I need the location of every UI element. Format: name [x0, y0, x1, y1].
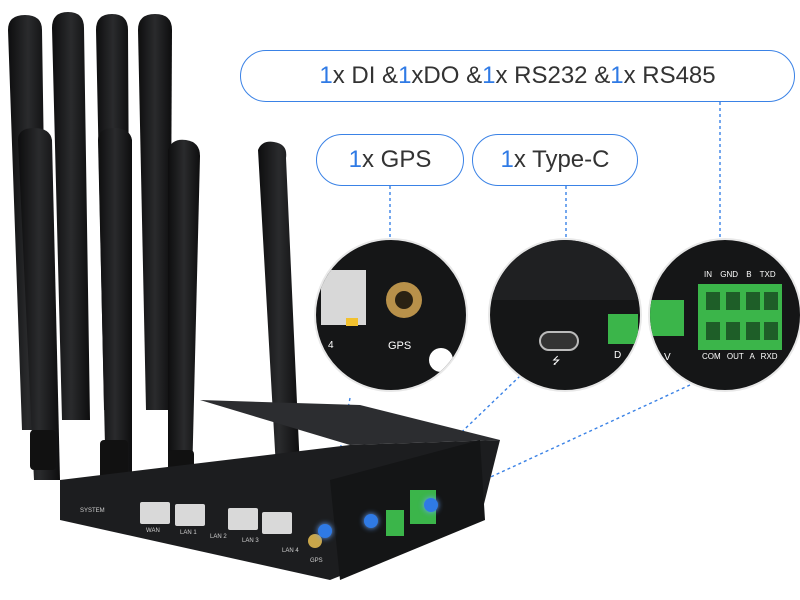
- router-side: [330, 440, 485, 580]
- terminal-slot: [706, 292, 720, 310]
- di-count: 1: [319, 62, 333, 89]
- zoom-gps-port-digit: 4: [328, 340, 334, 351]
- do-text: xDO &: [411, 62, 483, 89]
- typec-hotspot: [364, 514, 378, 528]
- port-led: [346, 318, 358, 326]
- eth-port-wan: [140, 502, 170, 524]
- terminal-slot: [726, 322, 740, 340]
- terminal-left-letter: V: [664, 352, 671, 363]
- green-connector: [608, 314, 638, 344]
- di-text: x DI &: [332, 62, 399, 89]
- antenna-joint: [100, 440, 128, 480]
- antenna-2: [52, 12, 90, 420]
- rs485-text: x RS485: [623, 62, 716, 89]
- terminal-slot: [746, 292, 760, 310]
- terminal-label-gnd: GND: [720, 270, 739, 279]
- do-count: 1: [398, 62, 412, 89]
- eth-port-lan3: [262, 512, 292, 534]
- terminal-slot: [746, 322, 760, 340]
- power-connector: [386, 510, 404, 536]
- antenna-4: [138, 14, 172, 410]
- gps-port: [308, 534, 322, 548]
- antenna-6: [98, 128, 132, 490]
- terminal-label-out: OUT: [726, 352, 744, 361]
- rs232-count: 1: [482, 62, 496, 89]
- terminal-slot: [764, 292, 778, 310]
- terminal-hotspot: [424, 498, 438, 512]
- io-callout: 1 x DI & 1 xDO & 1 x RS232 & 1 x RS485: [240, 50, 795, 102]
- label-lan3: LAN 3: [242, 538, 259, 544]
- typec-symbol: ⭍: [552, 356, 561, 367]
- terminal-bottom-labels: COM OUT A RXD: [702, 352, 777, 361]
- zoom-terminal-art: [650, 284, 782, 350]
- terminal-label-a: A: [749, 352, 755, 361]
- antenna-7: [168, 139, 200, 480]
- terminal-label-rxd: RXD: [760, 352, 778, 361]
- zoom-typec: ⭍ D: [488, 238, 642, 392]
- zoom-gps-art: [321, 270, 453, 372]
- eth-port-lan2: [228, 508, 258, 530]
- terminal-label-b: B: [746, 270, 752, 279]
- antenna-5: [18, 128, 60, 480]
- label-gps-device: GPS: [310, 558, 323, 564]
- label-system: SYSTEM: [80, 508, 105, 514]
- typec-callout: 1 x Type-C: [472, 134, 638, 186]
- gps-count: 1: [348, 146, 362, 173]
- terminal-label-in: IN: [704, 270, 712, 279]
- terminal-top-labels: IN GND B TXD: [704, 270, 776, 279]
- gps-callout: 1 x GPS: [316, 134, 464, 186]
- zoom-typec-letter-d: D: [614, 350, 622, 361]
- terminal-slot: [764, 322, 778, 340]
- gps-connector-inner: [395, 291, 413, 309]
- zoom-gps-label: GPS: [388, 340, 412, 352]
- terminal-slot: [726, 292, 740, 310]
- typec-text: x Type-C: [513, 146, 610, 173]
- rs485-count: 1: [610, 62, 624, 89]
- typec-count: 1: [500, 146, 514, 173]
- terminal-label-com: COM: [702, 352, 721, 361]
- antenna-8: [258, 141, 300, 470]
- label-lan4: LAN 4: [282, 548, 299, 554]
- left-green-connector: [650, 300, 684, 336]
- gps-text: x GPS: [362, 146, 432, 173]
- gps-hotspot: [318, 524, 332, 538]
- antenna-joint: [30, 430, 56, 470]
- zoom-gps: GPS 4: [314, 238, 468, 392]
- zoom-terminal: IN GND B TXD COM OUT A RXD V: [648, 238, 800, 392]
- typec-port: [539, 331, 579, 351]
- rs232-text: x RS232 &: [495, 62, 611, 89]
- label-wan: WAN: [146, 528, 160, 534]
- label-lan2: LAN 2: [210, 534, 227, 540]
- label-lan1: LAN 1: [180, 530, 197, 536]
- zoom-typec-art: [490, 240, 640, 351]
- rj45-edge: [321, 270, 366, 325]
- terminal-label-txd: TXD: [759, 270, 776, 279]
- terminal-slot: [706, 322, 720, 340]
- router-top: [200, 400, 500, 445]
- eth-port-lan1: [175, 504, 205, 526]
